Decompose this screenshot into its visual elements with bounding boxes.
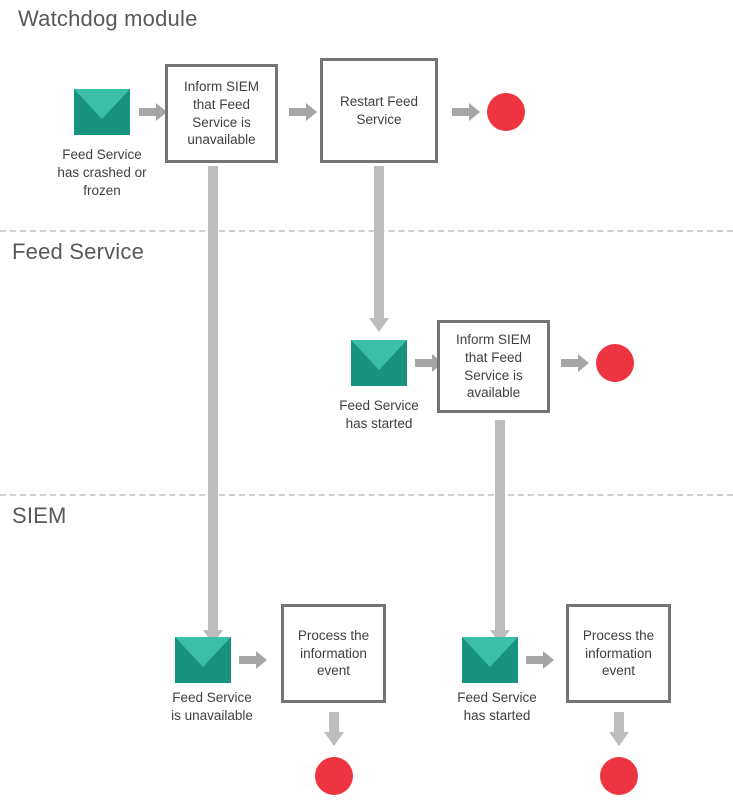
- lane-divider-feedservice-siem: [0, 494, 733, 496]
- end-circle-icon-feed-service: [596, 344, 634, 382]
- arrow-down-icon-restart-to-feed-started: [369, 166, 389, 332]
- process-box-restart-feed-service[interactable]: Restart Feed Service: [320, 58, 438, 163]
- caption-siem-feed-started: Feed Service has started: [457, 690, 537, 723]
- process-box-label: Process the information event: [297, 627, 370, 679]
- arrow-head: [469, 103, 480, 121]
- lane-title-feed-service: Feed Service: [12, 239, 145, 264]
- arrow-shaft: [452, 108, 470, 116]
- envelope-icon-watchdog-start: [74, 89, 130, 135]
- envelope-flap: [351, 340, 407, 370]
- arrow-shaft: [239, 656, 257, 664]
- arrow-shaft: [289, 108, 307, 116]
- arrow-down-icon-inform-available-to-siem-right: [490, 420, 510, 644]
- arrow-right-icon-inform-available-to-end: [561, 354, 589, 372]
- arrow-shaft: [139, 108, 157, 116]
- envelope-flap: [175, 637, 231, 667]
- process-box-label: Inform SIEM that Feed Service is availab…: [455, 331, 531, 401]
- arrow-shaft: [526, 656, 544, 664]
- arrow-shaft: [374, 166, 384, 318]
- arrow-shaft: [415, 359, 433, 367]
- arrow-head: [369, 318, 389, 332]
- arrow-head: [156, 103, 167, 121]
- process-box-siem-process-event-right[interactable]: Process the information event: [566, 604, 671, 703]
- arrow-head: [324, 732, 344, 746]
- envelope-flap: [74, 89, 130, 119]
- arrow-right-icon-wd-start-to-inform: [139, 103, 167, 121]
- arrow-shaft: [495, 420, 505, 630]
- arrow-right-icon-siem-right-to-process: [526, 651, 554, 669]
- end-circle-icon-siem-left: [315, 757, 353, 795]
- caption-siem-feed-unavailable: Feed Service is unavailable: [171, 690, 253, 723]
- arrow-down-icon-siem-left-to-end: [324, 712, 344, 746]
- arrow-shaft: [614, 712, 624, 732]
- arrow-head: [306, 103, 317, 121]
- arrow-right-icon-restart-to-end: [452, 103, 480, 121]
- process-box-label: Inform SIEM that Feed Service is unavail…: [183, 78, 259, 148]
- envelope-icon-feed-service-started: [351, 340, 407, 386]
- arrow-right-icon-siem-left-to-process: [239, 651, 267, 669]
- process-box-siem-process-event-left[interactable]: Process the information event: [281, 604, 386, 703]
- arrow-down-icon-inform-to-siem-left: [203, 166, 223, 644]
- arrow-shaft: [561, 359, 579, 367]
- lane-divider-watchdog-feedservice: [0, 230, 733, 232]
- envelope-icon-siem-started: [462, 637, 518, 683]
- envelope-icon-siem-unavailable: [175, 637, 231, 683]
- process-box-inform-siem-unavailable[interactable]: Inform SIEM that Feed Service is unavail…: [165, 64, 278, 163]
- lane-title-watchdog: Watchdog module: [18, 6, 198, 31]
- arrow-head: [578, 354, 589, 372]
- arrow-shaft: [208, 166, 218, 630]
- process-box-inform-siem-available[interactable]: Inform SIEM that Feed Service is availab…: [437, 320, 550, 413]
- end-circle-icon-watchdog: [487, 93, 525, 131]
- arrow-head: [543, 651, 554, 669]
- arrow-right-icon-inform-to-restart: [289, 103, 317, 121]
- arrow-head: [256, 651, 267, 669]
- arrow-head: [609, 732, 629, 746]
- envelope-flap: [462, 637, 518, 667]
- process-box-label: Process the information event: [582, 627, 655, 679]
- caption-feed-service-started: Feed Service has started: [339, 398, 419, 431]
- caption-watchdog-start: Feed Service has crashed or frozen: [57, 147, 147, 198]
- process-box-label: Restart Feed Service: [339, 93, 419, 127]
- arrow-shaft: [329, 712, 339, 732]
- arrow-down-icon-siem-right-to-end: [609, 712, 629, 746]
- lane-title-siem: SIEM: [12, 503, 67, 528]
- end-circle-icon-siem-right: [600, 757, 638, 795]
